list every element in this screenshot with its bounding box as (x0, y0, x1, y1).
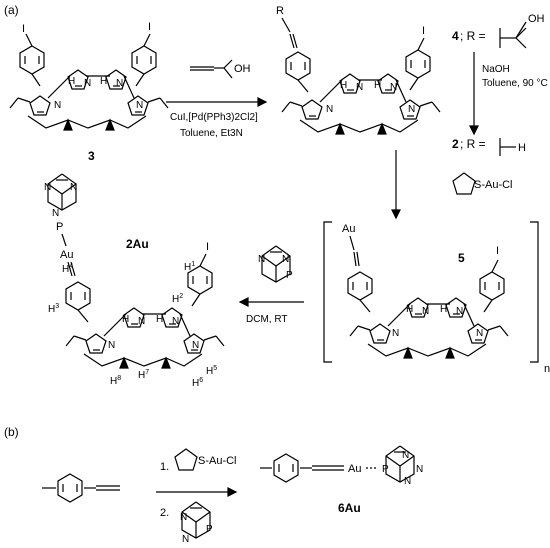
tht-aucl-reagent: S-Au-Cl (474, 179, 513, 191)
n-atom: N (84, 78, 91, 89)
h3-label: H3 (48, 303, 59, 315)
arrowhead (227, 487, 238, 497)
n-atom: N (192, 340, 199, 351)
h4-label: H4 (62, 263, 73, 275)
n-atom: N (404, 476, 411, 487)
n-atom: N (182, 534, 189, 545)
compound-6au-label: 6Au (338, 501, 361, 515)
n-atom: N (44, 182, 51, 193)
n-atom: N (136, 100, 143, 111)
nh-label: H (374, 80, 381, 91)
oh-label: OH (528, 13, 545, 25)
n-atom: N (180, 512, 187, 523)
n-atom: N (54, 100, 61, 111)
compound-6au-structure: Au P N N N (260, 445, 423, 487)
h5-label: H5 (206, 365, 217, 377)
step2-label: 2. (160, 507, 169, 519)
polymer-bracket-right (530, 221, 539, 363)
compound-4-r: ; R = (460, 29, 486, 43)
iodine-label: I (496, 245, 499, 257)
compound-2au-structure: N N N P Au H4 H3 H1 I H2 H N H N N N H8 … (44, 173, 224, 389)
iodine-label: I (22, 23, 25, 35)
compound-2-r: ; R = (460, 137, 486, 151)
n-atom: N (70, 182, 77, 193)
n-atom: N (116, 78, 123, 89)
arrowhead (238, 297, 249, 307)
naoh-label: NaOH (482, 64, 510, 75)
n-atom: N (258, 254, 265, 265)
r-group-hydroxyisopropyl: OH (499, 13, 545, 49)
n-atom: N (52, 208, 59, 219)
r-label: R (276, 5, 284, 17)
n-atom: N (416, 464, 423, 475)
compound-5-label: 5 (458, 251, 465, 265)
n-atom: N (326, 104, 333, 115)
compound-4-2-structure: R I H N H N N N (276, 5, 440, 134)
reaction1-catalyst: CuI,[Pd(PPh3)2Cl2] (170, 112, 258, 123)
tht-ring (174, 448, 198, 471)
n-atom: N (422, 306, 429, 317)
h7-label: H7 (138, 369, 149, 381)
n-atom: N (408, 104, 415, 115)
n-atom: N (392, 328, 399, 339)
n-atom: N (356, 82, 363, 93)
step1-label: 1. (160, 461, 169, 473)
n-atom: N (282, 254, 289, 265)
iodine-label: I (206, 241, 209, 253)
oh-label: OH (234, 63, 251, 75)
compound-2-label: 2 (452, 137, 459, 151)
tht-ring (452, 172, 476, 195)
n-atom: N (108, 340, 115, 351)
n-atom: N (390, 82, 397, 93)
compound-2au-label: 2Au (126, 237, 149, 251)
n-atom: N (456, 306, 463, 317)
reaction1-solvent: Toluene, Et3N (180, 128, 243, 139)
polymer-n: n (544, 363, 550, 375)
step1-reagent: S-Au-Cl (198, 455, 237, 467)
nh-label: H (100, 76, 107, 87)
arrowhead (391, 209, 401, 220)
nh-label: H (68, 76, 75, 87)
nh-label: H (340, 80, 347, 91)
iodine-label: I (422, 25, 425, 37)
compound-3-label: 3 (88, 149, 95, 163)
naoh-conditions: Toluene, 90 °C (482, 78, 548, 89)
polymer-bracket-left (323, 221, 332, 363)
n-atom: N (172, 316, 179, 327)
h8-label: H8 (110, 375, 121, 387)
h6-label: H6 (192, 377, 203, 389)
nh-label: H (440, 304, 447, 315)
nh-label: H (406, 304, 413, 315)
p-atom: P (56, 221, 63, 233)
nh-label: H (122, 314, 129, 325)
h2-label: H2 (172, 293, 183, 305)
n-atom: N (138, 316, 145, 327)
compound-4-label: 4 (452, 29, 459, 43)
arrowhead (469, 125, 479, 136)
iodine-label: I (148, 21, 151, 33)
au-label: Au (348, 463, 361, 475)
p-atom: P (286, 270, 293, 281)
compound-5-structure: Au I H N H N N N (342, 223, 508, 358)
panel-b-label: (b) (4, 425, 19, 439)
nh-label: H (156, 314, 163, 325)
pta-conditions: DCM, RT (246, 314, 287, 325)
arrowhead (257, 97, 268, 107)
compound-3-structure: I I H N H N N N (10, 21, 168, 130)
p-tolylacetylene (42, 473, 120, 503)
h1-label: H1 (184, 261, 195, 273)
panel-a-label: (a) (4, 3, 19, 17)
reagent-methylbutynol: OH (190, 59, 251, 79)
n-atom: N (402, 450, 409, 461)
au-label: Au (60, 249, 73, 261)
p-atom: P (382, 464, 389, 475)
p-atom: P (206, 524, 213, 535)
n-atom: N (476, 328, 483, 339)
hydrogen-label: H (518, 142, 526, 154)
au-label: Au (342, 223, 355, 235)
